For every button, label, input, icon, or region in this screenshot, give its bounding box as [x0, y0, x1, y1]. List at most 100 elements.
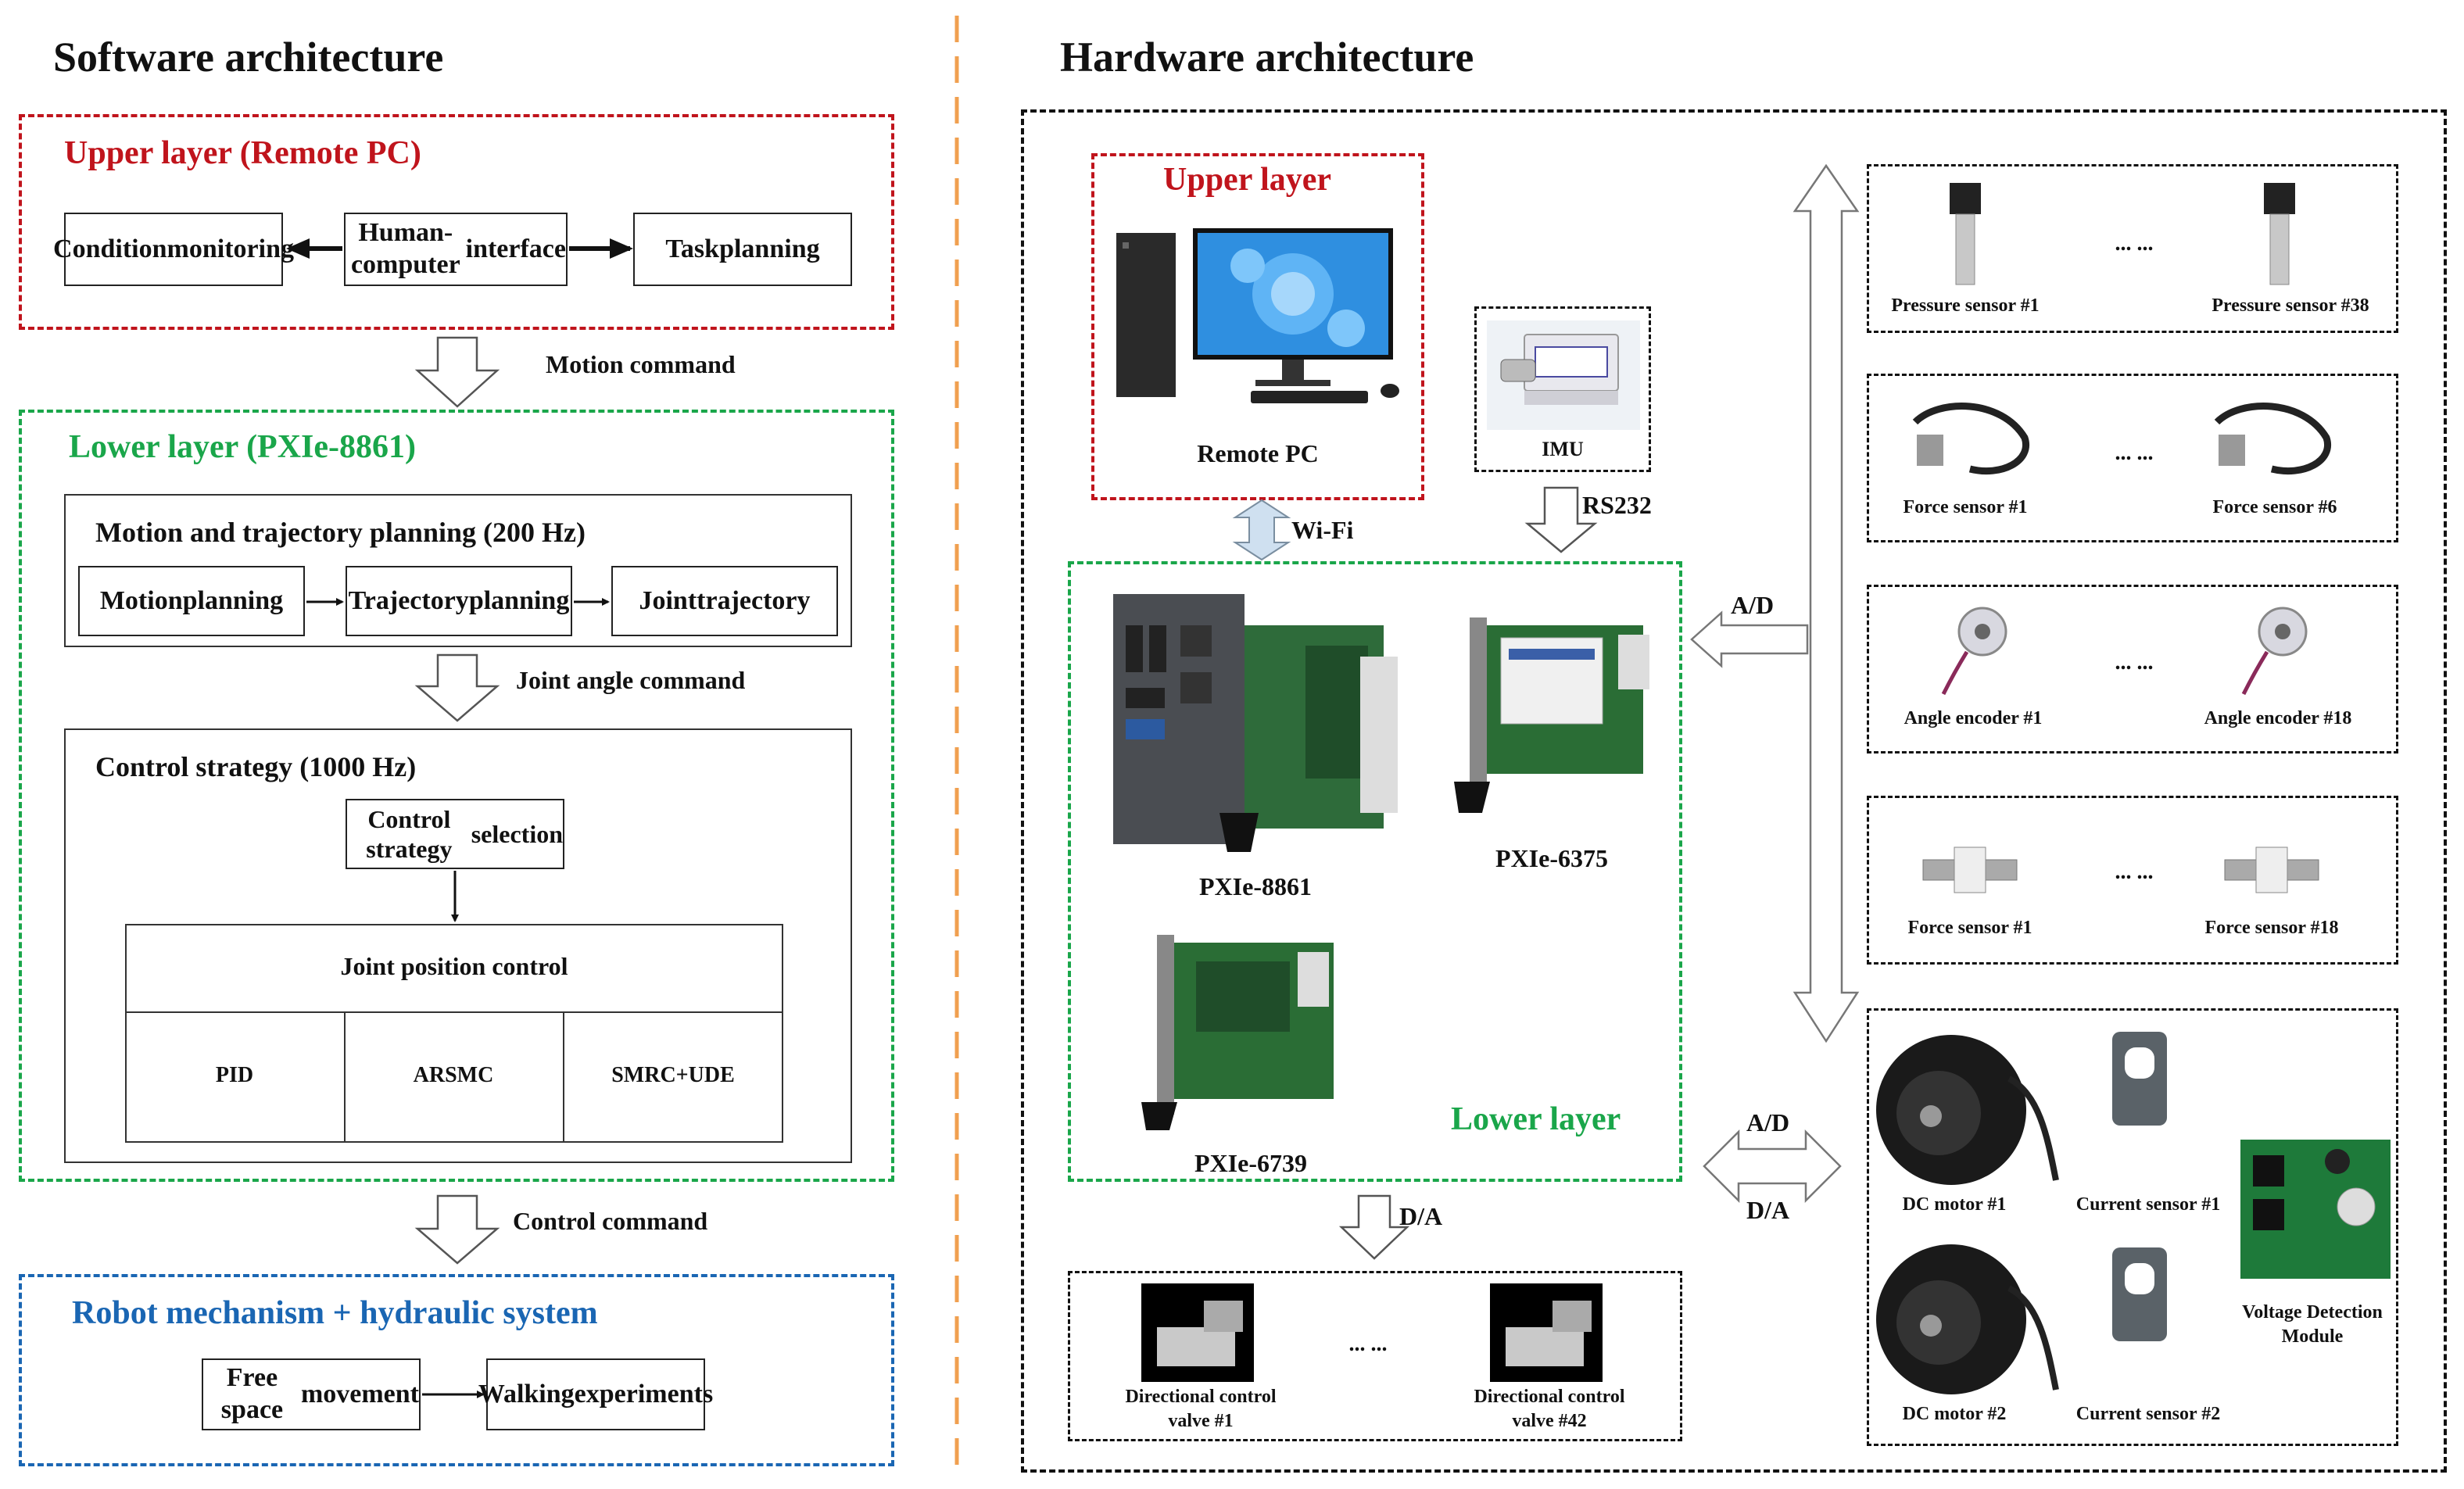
text-line: Voltage Detection	[2242, 1302, 2383, 1323]
software-lower-title: Lower layer (PXIe-8861)	[69, 429, 416, 465]
pid-cell: PID	[215, 1063, 254, 1087]
text-line: Control strategy	[366, 804, 453, 863]
software-upper-layer	[19, 114, 894, 330]
force-b-ellipsis: ... ...	[2115, 860, 2154, 884]
text-line: planning	[468, 585, 570, 615]
current-sensor-2-label: Current sensor #2	[2075, 1404, 2221, 1424]
software-lower-layer	[19, 410, 894, 1182]
force-sensor-6-label: Force sensor #6	[2212, 497, 2337, 517]
text-line: selection	[471, 819, 563, 848]
text-line: Motion	[99, 585, 183, 615]
text-line: Free space	[220, 1363, 284, 1424]
valves-box	[1068, 1271, 1682, 1441]
motion-panel-title: Motion and trajectory planning (200 Hz)	[95, 517, 586, 548]
angle-encoder-box	[1867, 585, 2398, 753]
force-sensor-a1-label: Force sensor #1	[1903, 497, 2028, 517]
pressure-ellipsis: ... ...	[2115, 231, 2154, 256]
encoder-ellipsis: ... ...	[2115, 650, 2154, 675]
pxie-6739-label: PXIe-6739	[1194, 1149, 1307, 1177]
text-line: experiments	[574, 1379, 714, 1408]
software-upper-title: Upper layer (Remote PC)	[64, 135, 421, 171]
imu-label: IMU	[1542, 438, 1584, 460]
text-line: Condition	[53, 234, 167, 263]
hardware-upper-title: Upper layer	[1163, 162, 1332, 198]
text-line: planning	[719, 234, 820, 263]
text-line: Task	[665, 234, 720, 263]
control-panel-title: Control strategy (1000 Hz)	[95, 751, 417, 782]
control-strategy-panel	[64, 728, 852, 1163]
robot-mechanism-title: Robot mechanism + hydraulic system	[72, 1295, 598, 1331]
text-line: Trajectory	[348, 585, 469, 615]
wifi-label: Wi-Fi	[1291, 516, 1354, 544]
ad-lower-label: A/D	[1746, 1108, 1790, 1136]
pressure-sensor-38-label: Pressure sensor #38	[2212, 295, 2369, 316]
hardware-frame	[1021, 109, 2447, 1473]
joint-position-control-table	[125, 924, 783, 1143]
joint-position-control-label: Joint position control	[340, 952, 568, 980]
rs232-label: RS232	[1582, 491, 1652, 519]
dc-motor-1-label: DC motor #1	[1902, 1194, 2007, 1215]
force-sensor-18-label: Force sensor #18	[2204, 918, 2339, 938]
hardware-lower-title: Lower layer	[1451, 1101, 1621, 1137]
joint-angle-command-label: Joint angle command	[516, 666, 746, 694]
control-command-label: Control command	[513, 1207, 708, 1235]
imu-box	[1474, 306, 1651, 472]
pressure-sensor-1-label: Pressure sensor #1	[1891, 295, 2040, 316]
text-line: valve #1	[1168, 1411, 1234, 1432]
valves-ellipsis: ... ...	[1348, 1332, 1388, 1356]
pxie-8861-label: PXIe-8861	[1199, 872, 1312, 900]
text-line: movement	[300, 1379, 419, 1408]
hardware-upper-layer	[1091, 153, 1424, 500]
current-sensor-1-label: Current sensor #1	[2075, 1194, 2221, 1215]
text-line: Directional control	[1125, 1387, 1277, 1407]
force-a-ellipsis: ... ...	[2115, 441, 2154, 465]
smrc-ude-cell: SMRC+UDE	[611, 1063, 735, 1087]
free-space-movement-box: Free space movement	[202, 1358, 421, 1430]
arsmc-cell: ARSMC	[413, 1063, 494, 1087]
text-line: Joint	[639, 585, 697, 615]
table-col-divider-2	[563, 1011, 564, 1143]
text-line: planning	[182, 585, 284, 615]
angle-encoder-18-label: Angle encoder #18	[2204, 708, 2352, 728]
software-title: Software architecture	[53, 34, 444, 81]
text-line: trajectory	[697, 585, 811, 615]
da-bottom-label: D/A	[1399, 1202, 1443, 1230]
motion-command-label: Motion command	[546, 350, 736, 378]
motor-box	[1867, 1008, 2398, 1446]
pxie-6375-label: PXIe-6375	[1495, 844, 1608, 872]
text-line: interface	[465, 234, 566, 263]
table-col-divider-1	[344, 1011, 346, 1143]
valve-1-label: Directional control valve #1	[1091, 1385, 1310, 1434]
text-line: monitoring	[167, 234, 294, 263]
strategy-selection-box: Control strategy selection	[346, 799, 564, 869]
